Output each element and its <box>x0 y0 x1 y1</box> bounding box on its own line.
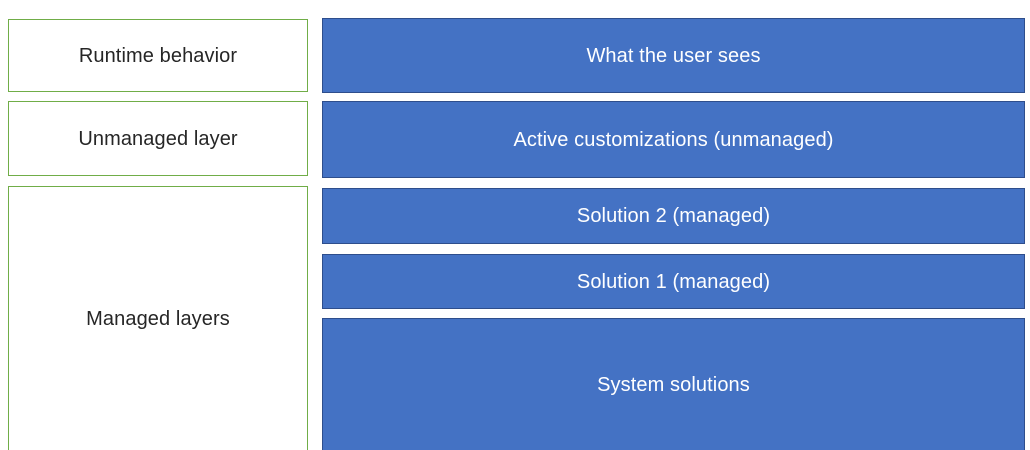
layer-box-active-customizations: Active customizations (unmanaged) <box>322 101 1025 178</box>
layer-box-solution-2-text: Solution 2 (managed) <box>576 205 771 227</box>
layer-box-solution-1: Solution 1 (managed) <box>322 254 1025 309</box>
label-box-runtime-behavior: Runtime behavior <box>8 19 308 92</box>
label-box-runtime-behavior-text: Runtime behavior <box>78 44 238 67</box>
layer-box-system-solutions-text: System solutions <box>597 373 750 396</box>
layer-box-what-the-user-sees-text: What the user sees <box>586 44 761 67</box>
label-box-managed-layers-text: Managed layers <box>86 307 230 330</box>
label-box-unmanaged-layer: Unmanaged layer <box>8 101 308 176</box>
layer-box-system-solutions: System solutions <box>322 318 1025 450</box>
label-box-managed-layers: Managed layers <box>8 186 308 450</box>
layer-box-what-the-user-sees: What the user sees <box>322 18 1025 93</box>
layer-box-solution-1-text: Solution 1 (managed) <box>576 270 771 293</box>
layer-box-active-customizations-text: Active customizations (unmanaged) <box>513 128 834 151</box>
label-box-unmanaged-layer-text: Unmanaged layer <box>78 127 238 150</box>
layer-box-solution-2: Solution 2 (managed) <box>322 188 1025 244</box>
